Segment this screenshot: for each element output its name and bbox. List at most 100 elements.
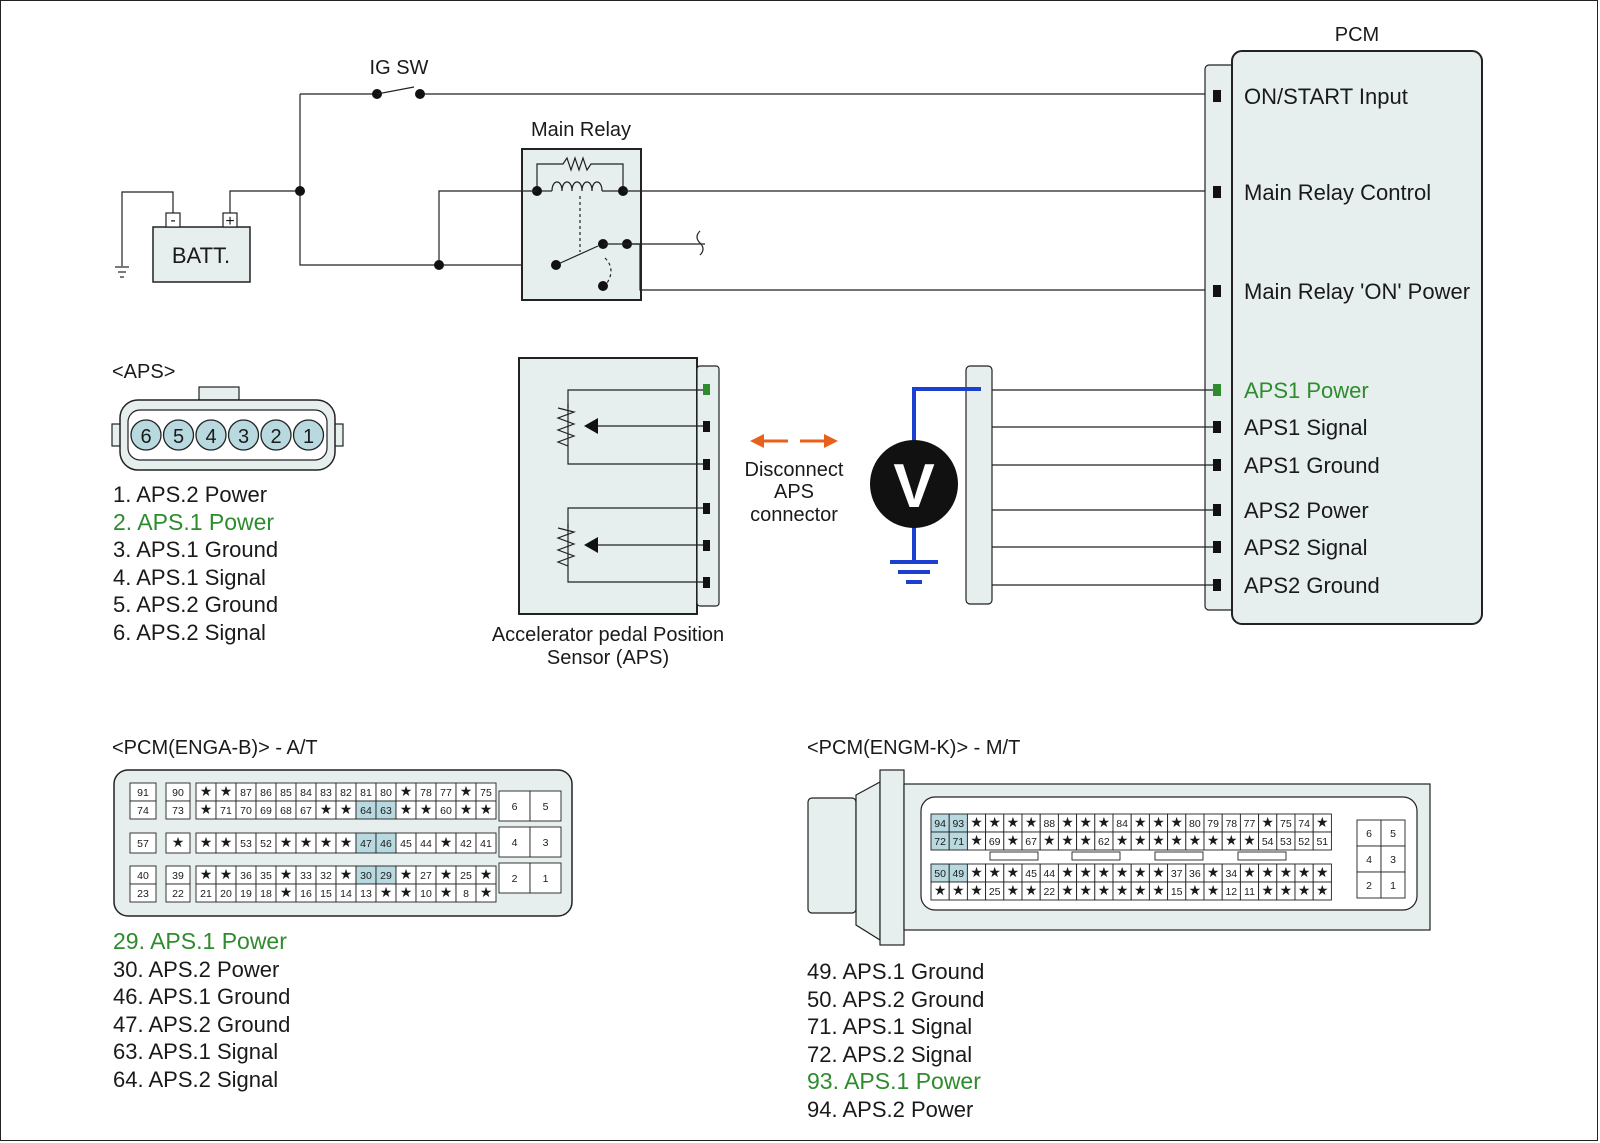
pcm-at-legend-item: 64. APS.2 Signal (113, 1066, 279, 1092)
connector-pin-cell: ★ (930, 881, 950, 901)
connector-pin-cell: ★ (195, 865, 217, 885)
connector-pin-cell: 93 (948, 813, 968, 833)
batt-label: BATT. (172, 243, 230, 268)
connector-pin-number: 32 (320, 870, 332, 882)
connector-pin-cell: 62 (1094, 831, 1114, 851)
connector-pin-number: ★ (480, 801, 493, 817)
connector-pin-cell: ★ (215, 865, 237, 885)
connector-pin-number: ★ (1025, 814, 1038, 830)
connector-pin-cell: ★ (1185, 831, 1205, 851)
connector-pin-number: ★ (1098, 882, 1111, 898)
connector-pin-cell: ★ (275, 832, 297, 854)
connector-pin-cell: ★ (1130, 831, 1150, 851)
connector-pin-cell: 32 (315, 865, 337, 885)
connector-pin-number: 82 (340, 787, 352, 799)
connector-pin-cell: 6 (498, 790, 531, 822)
connector-pin-cell: 75 (475, 782, 497, 802)
connector-pin-cell: ★ (165, 832, 191, 854)
aps-pin: 5 (162, 419, 195, 451)
connector-pin-number: ★ (340, 866, 353, 882)
connector-pin-number: 40 (137, 870, 149, 882)
pcm-at-legend: 29. APS.1 Power 30. APS.2 Power 46. APS.… (113, 928, 290, 1093)
connector-pin-number: 16 (300, 888, 312, 900)
connector-pin-number: 23 (137, 888, 149, 900)
connector-pin-cell: 15 (1167, 881, 1187, 901)
connector-pin-cell: ★ (1057, 831, 1078, 851)
connector-pin-cell: ★ (1021, 881, 1041, 901)
connector-pin-number: 74 (137, 805, 149, 817)
connector-pin-cell: ★ (1312, 863, 1332, 883)
connector-pin-number: 5 (1390, 828, 1396, 840)
pcm-at-title: <PCM(ENGA-B)> - A/T (112, 737, 318, 759)
connector-pin-number: 49 (952, 868, 964, 880)
connector-pin-cell: 69 (985, 831, 1005, 851)
connector-pin-cell: 67 (1021, 831, 1041, 851)
connector-pin-cell: 85 (275, 782, 297, 802)
connector-pin-cell: ★ (395, 883, 417, 903)
connector-pin-number: 63 (380, 805, 392, 817)
connector-pin-cell: 2 (498, 862, 531, 894)
batt-minus-label: - (170, 212, 175, 229)
pcm-pin-terminal (1213, 504, 1221, 516)
aps-pin-number: 1 (303, 426, 314, 448)
connector-pin-number: ★ (1134, 832, 1147, 848)
connector-pin-number: ★ (1261, 882, 1274, 898)
connector-pin-number: 1 (1390, 880, 1396, 892)
connector-pin-number: 42 (460, 838, 472, 850)
connector-pin-cell: ★ (1076, 813, 1096, 833)
connector-pin-cell: ★ (395, 782, 417, 802)
connector-pin-number: 36 (1189, 868, 1201, 880)
connector-pin-number: ★ (988, 814, 1001, 830)
connector-pin-cell: 84 (1112, 813, 1132, 833)
connector-pin-cell: ★ (1076, 863, 1096, 883)
connector-pin-number: 30 (360, 870, 372, 882)
connector-pin-number: 11 (1244, 886, 1255, 898)
aps-pin-number: 3 (238, 426, 249, 448)
connector-pin-cell: 77 (435, 782, 457, 802)
connector-pin-cell: ★ (1039, 831, 1059, 851)
connector-pin-cell: ★ (1076, 881, 1096, 901)
connector-pin-cell: 81 (355, 782, 377, 802)
aps-pin: 6 (130, 419, 162, 451)
main-relay: Main Relay (521, 119, 642, 301)
aps-pin: 2 (260, 419, 292, 451)
disconnect-label-line2: APS (774, 481, 814, 503)
pcm-block: PCM (1204, 24, 1483, 625)
connector-pin-number: ★ (400, 884, 413, 900)
connector-pin-number: ★ (1079, 882, 1092, 898)
connector-pin-cell: ★ (1203, 863, 1223, 883)
connector-pin-cell: ★ (1221, 831, 1241, 851)
connector-pin-number: ★ (340, 834, 353, 850)
pcm-at-legend-item: 46. APS.1 Ground (113, 984, 291, 1009)
connector-pin-cell: ★ (1239, 831, 1260, 851)
pcm-mt-legend-item: 50. APS.2 Ground (807, 986, 985, 1012)
aps-legend-item: 6. APS.2 Signal (113, 619, 266, 645)
connector-pin-cell: ★ (1312, 813, 1332, 833)
connector-pin-number: 15 (320, 888, 332, 900)
connector-pin-cell: 68 (275, 800, 297, 820)
pcm-pin-label: APS1 Ground (1244, 453, 1380, 478)
connector-pin-number: ★ (1061, 814, 1074, 830)
connector-pin-number: 27 (420, 870, 432, 882)
connector-pin-cell: 44 (415, 832, 437, 854)
connector-pin-cell: ★ (1276, 863, 1296, 883)
connector-pin-cell: 83 (315, 782, 337, 802)
aps-pin-number: 2 (270, 426, 281, 448)
connector-pin-number: 80 (380, 787, 392, 799)
connector-pin-number: 69 (989, 836, 1001, 848)
connector-pin-number: 77 (440, 787, 452, 799)
connector-pin-number: 20 (220, 888, 232, 900)
connector-pin-number: 13 (360, 888, 372, 900)
connector-pin-cell: ★ (1203, 831, 1223, 851)
connector-pin-cell: 52 (255, 832, 277, 854)
connector-pin-cell: 36 (1185, 863, 1205, 883)
connector-pin-number: 4 (1366, 854, 1372, 866)
connector-pin-number: ★ (1007, 832, 1020, 848)
connector-pin-number: ★ (1261, 814, 1274, 830)
connector-pin-cell: 15 (315, 883, 337, 903)
connector-pin-cell: 30 (355, 865, 377, 885)
connector-pin-cell: ★ (948, 881, 968, 901)
